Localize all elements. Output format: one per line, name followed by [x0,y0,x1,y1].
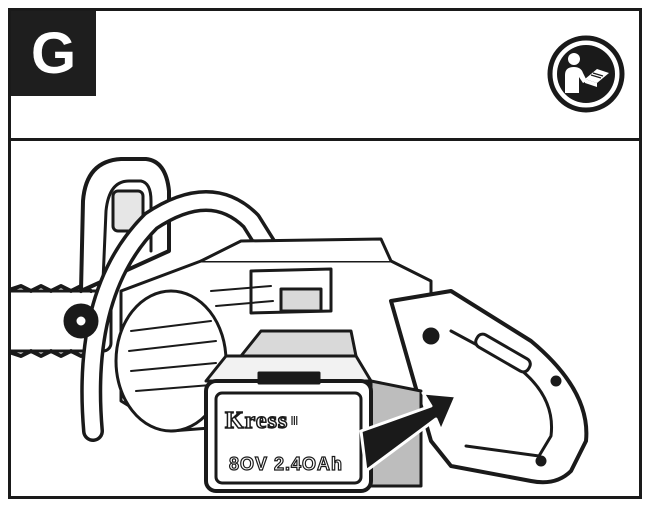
instruction-panel: G [8,8,642,499]
step-label: G [11,11,96,96]
battery-spec-label: 8OV 2.4OAh [228,453,344,474]
insert-arrow-icon [359,391,458,473]
read-manual-icon [547,35,625,113]
panel-header: G [11,11,639,141]
chainsaw-battery-illustration [11,157,589,493]
battery-pack [204,329,423,493]
battery-brand-label: Kress Ⅲ [224,406,335,436]
battery-brand-suffix: Ⅲ [290,414,299,428]
battery-brand: Kress [224,407,289,435]
